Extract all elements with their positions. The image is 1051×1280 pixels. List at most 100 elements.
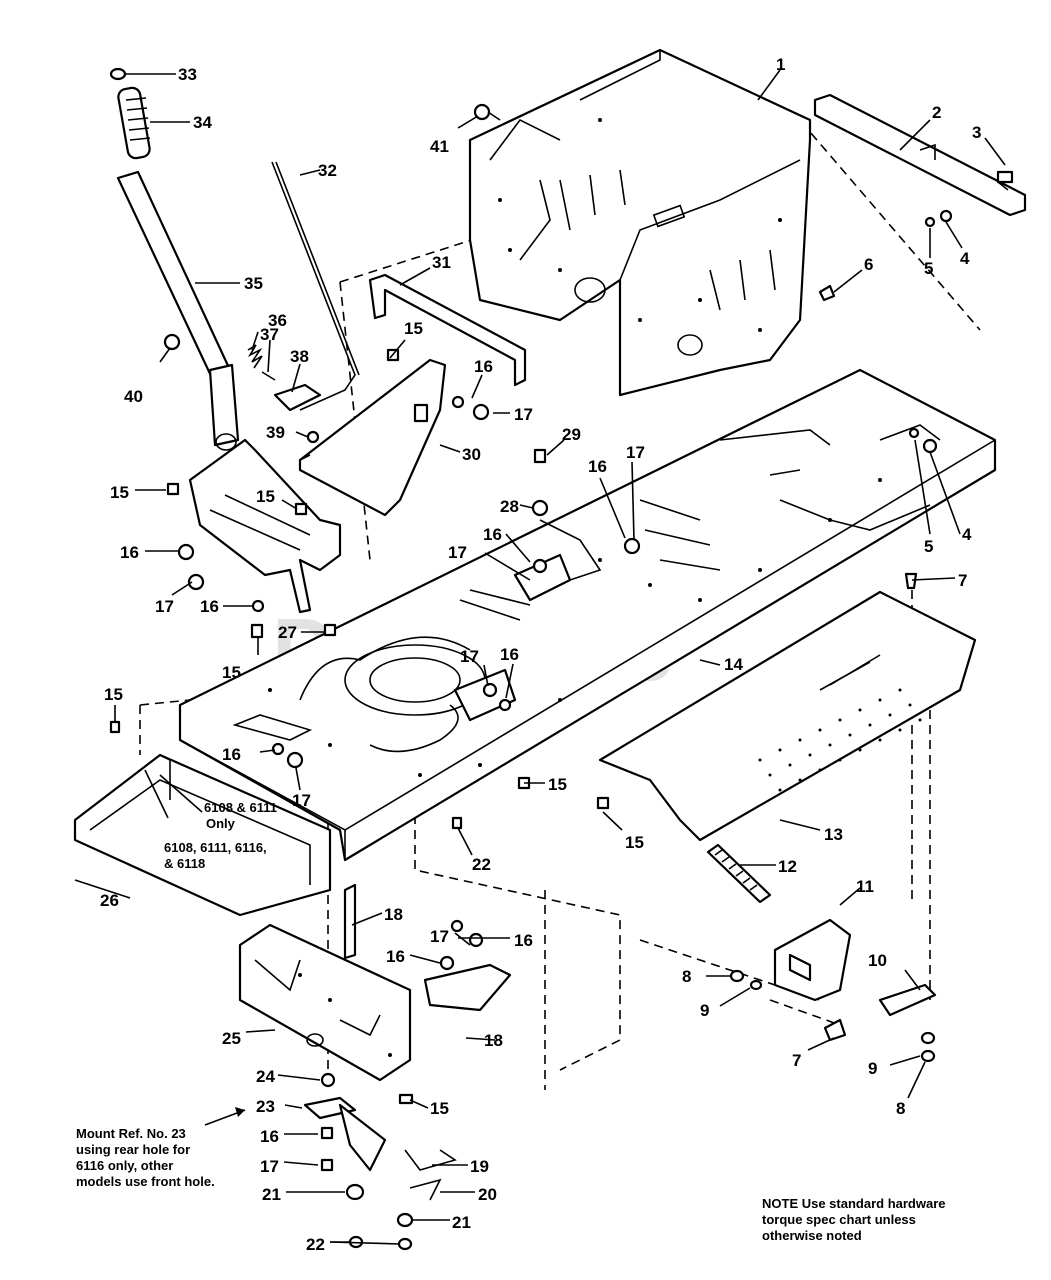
callout-33: 33 (178, 65, 197, 84)
hardware-nut-40 (163, 333, 181, 351)
part-spring-12 (706, 843, 772, 904)
callout-3: 3 (972, 123, 981, 142)
callout-21b: 21 (452, 1213, 471, 1232)
callout-17d: 17 (448, 543, 467, 562)
part-lever-bracket (188, 433, 342, 614)
hardware-bolt-41 (473, 103, 501, 121)
part-bracket-20 (409, 1178, 442, 1201)
part-axle-support (238, 923, 412, 1082)
callout-17e: 17 (460, 647, 479, 666)
callout-17a: 17 (514, 405, 533, 424)
part-guard-30 (298, 358, 447, 517)
part-plate-10 (878, 983, 937, 1017)
model-labels: 6108 & 6111 Only 6108, 6111, 6116, & 611… (164, 800, 277, 871)
callout-31: 31 (432, 253, 451, 272)
callout-15g: 15 (625, 833, 644, 852)
hardware-bolt-3 (996, 170, 1014, 191)
part-pin-37 (261, 371, 276, 381)
arrow-23 (204, 1107, 246, 1126)
callout-17g: 17 (430, 927, 449, 946)
callout-32: 32 (318, 161, 337, 180)
callout-7b: 7 (792, 1051, 801, 1070)
callout-15d: 15 (222, 663, 241, 682)
callout-24: 24 (256, 1067, 275, 1086)
callout-17c: 17 (626, 443, 645, 462)
label-models-2: & 6118 (164, 856, 205, 871)
callout-10: 10 (868, 951, 887, 970)
callout-1: 1 (776, 55, 785, 74)
callout-15b: 15 (110, 483, 129, 502)
callout-16h: 16 (514, 931, 533, 950)
callout-5b: 5 (924, 537, 933, 556)
callout-14: 14 (724, 655, 743, 674)
part-footrest (598, 590, 977, 842)
callout-17f: 17 (292, 791, 311, 810)
callout-37: 37 (260, 325, 279, 344)
hardware-misc (109, 348, 938, 1251)
callout-16c: 16 (200, 597, 219, 616)
callout-16e: 16 (483, 525, 502, 544)
leader-lines (74, 69, 1006, 1245)
callout-16a: 16 (474, 357, 493, 376)
callout-8a: 8 (682, 967, 691, 986)
callout-2: 2 (932, 103, 941, 122)
callout-numbers: 1 2 3 4 5 6 41 33 34 32 35 31 40 36 37 3… (100, 55, 981, 1254)
callout-15a: 15 (404, 319, 423, 338)
callout-22b: 22 (306, 1235, 325, 1254)
part-bracket-31 (368, 273, 527, 387)
callout-38: 38 (290, 347, 309, 366)
callout-18b: 18 (484, 1031, 503, 1050)
callout-16b: 16 (120, 543, 139, 562)
hardware-nut-39 (306, 430, 320, 444)
callout-22a: 22 (472, 855, 491, 874)
part-lift-lever (109, 67, 240, 447)
callout-4b: 4 (962, 525, 972, 544)
callout-15f: 15 (548, 775, 567, 794)
callout-5a: 5 (924, 259, 933, 278)
callout-35: 35 (244, 274, 263, 293)
part-pivot-plate-23 (303, 1096, 387, 1172)
part-support-bar (813, 93, 1027, 217)
part-spring-36 (247, 344, 263, 369)
callout-15h: 15 (430, 1099, 449, 1118)
part-dash-panel (468, 48, 812, 397)
part-main-frame (178, 368, 997, 862)
callout-17b: 17 (155, 597, 174, 616)
mount-note: Mount Ref. No. 23 using rear hole for 61… (76, 1126, 215, 1189)
callout-23: 23 (256, 1097, 275, 1116)
callout-16i: 16 (386, 947, 405, 966)
part-bracket-18b (423, 963, 512, 1012)
callout-40: 40 (124, 387, 143, 406)
callout-8b: 8 (896, 1099, 905, 1118)
part-rod-32 (271, 161, 360, 411)
part-front-bracket (73, 753, 332, 917)
callout-25: 25 (222, 1029, 241, 1048)
hardware-washers-4-5 (924, 209, 953, 228)
part-bracket-19 (404, 1149, 457, 1171)
callout-15e: 15 (104, 685, 123, 704)
part-bracket-11 (773, 918, 852, 1002)
callout-36: 36 (268, 311, 287, 330)
callout-15c: 15 (256, 487, 275, 506)
callout-7a: 7 (958, 571, 967, 590)
label-models-1: 6108, 6111, 6116, (164, 840, 267, 855)
callout-9b: 9 (868, 1059, 877, 1078)
part-bracket-18a (343, 883, 357, 960)
callout-13: 13 (824, 825, 843, 844)
callout-39: 39 (266, 423, 285, 442)
callout-21a: 21 (262, 1185, 281, 1204)
callout-4a: 4 (960, 249, 970, 268)
callout-6: 6 (864, 255, 873, 274)
callout-28: 28 (500, 497, 519, 516)
callout-34: 34 (193, 113, 212, 132)
callout-16g: 16 (222, 745, 241, 764)
torque-note: NOTE Use standard hardware torque spec c… (762, 1196, 946, 1243)
callout-19: 19 (470, 1157, 489, 1176)
callout-18a: 18 (384, 905, 403, 924)
callout-41: 41 (430, 137, 449, 156)
label-6108-6111-only-1: 6108 & 6111 (204, 800, 277, 815)
callout-26: 26 (100, 891, 119, 910)
callout-30: 30 (462, 445, 481, 464)
callout-11: 11 (856, 877, 874, 896)
